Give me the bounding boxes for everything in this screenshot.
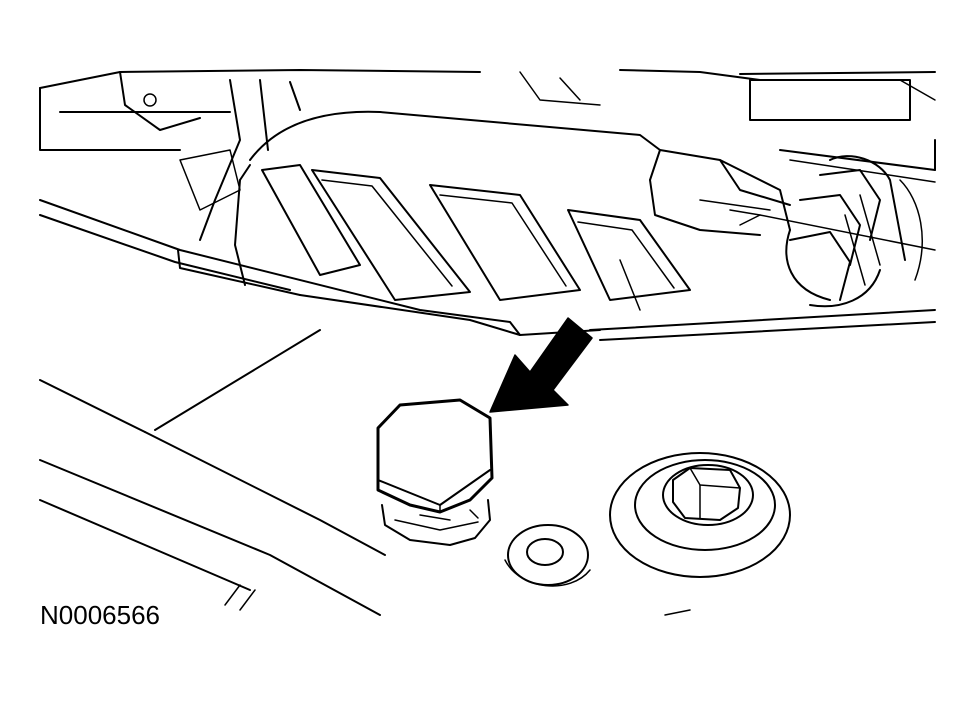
reservoir-neck xyxy=(381,499,491,546)
wiper-strip xyxy=(39,199,936,341)
wiring-connector xyxy=(779,149,936,308)
cowl-panel xyxy=(39,69,936,241)
arrow-icon xyxy=(489,317,593,413)
intake-housing xyxy=(234,110,791,311)
hex-cap-icon xyxy=(376,398,494,514)
figure-id-label: N0006566 xyxy=(40,600,160,630)
washer xyxy=(504,524,591,587)
strut-mount xyxy=(609,452,791,578)
lower-panel xyxy=(39,329,691,616)
